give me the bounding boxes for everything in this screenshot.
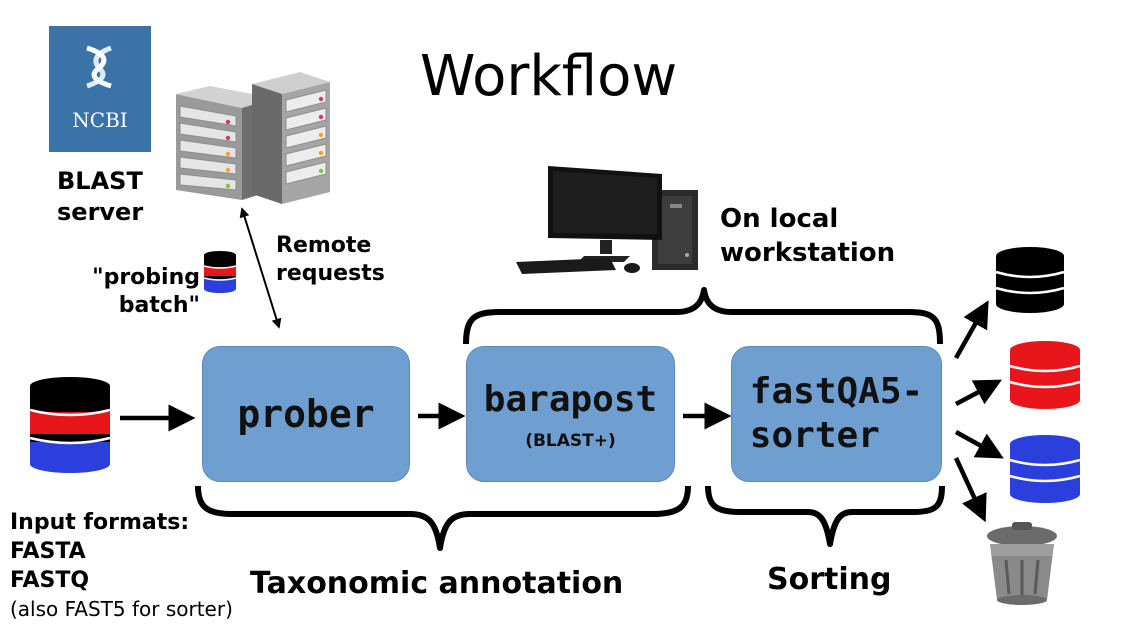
ncbi-logo-text: NCBI bbox=[72, 108, 128, 132]
output-database-blue-icon bbox=[1009, 435, 1081, 503]
barapost-box: barapost (BLAST+) bbox=[466, 346, 675, 482]
remote-requests-label: Remote requests bbox=[276, 232, 385, 288]
server-rack-icon bbox=[176, 72, 330, 204]
remote-requests-arrow bbox=[239, 207, 282, 329]
sorter-line2: sorter bbox=[749, 415, 880, 456]
sorter-label: fastQA5- sorter bbox=[750, 370, 923, 458]
output-arrow-red bbox=[954, 379, 1002, 406]
bottom-brace-sorting bbox=[705, 485, 945, 547]
prober-box: prober bbox=[202, 346, 410, 482]
output-arrow-blue bbox=[954, 430, 1004, 459]
desktop-computer-icon bbox=[516, 166, 698, 274]
blast-server-line2: server bbox=[57, 198, 144, 226]
barapost-label: barapost bbox=[483, 379, 658, 420]
format-note: (also FAST5 for sorter) bbox=[10, 597, 233, 621]
blast-server-line1: BLAST bbox=[57, 167, 143, 195]
sorting-label: Sorting bbox=[767, 562, 892, 597]
remote-requests-line2: requests bbox=[276, 261, 385, 286]
output-arrow-trash bbox=[953, 457, 987, 523]
workstation-line1: On local bbox=[720, 204, 839, 234]
ncbi-logo: NCBI bbox=[49, 26, 151, 152]
blast-server-label: BLAST server bbox=[57, 166, 143, 228]
workstation-line2: workstation bbox=[720, 238, 896, 268]
format-fastq: FASTQ bbox=[10, 568, 90, 593]
format-fasta: FASTA bbox=[10, 539, 86, 564]
input-formats-block: Input formats: FASTA FASTQ (also FAST5 f… bbox=[10, 508, 233, 624]
barapost-sublabel: (BLAST+) bbox=[525, 431, 616, 451]
bottom-brace-taxonomic bbox=[195, 485, 691, 551]
dna-icon bbox=[86, 45, 112, 89]
workstation-label: On local workstation bbox=[720, 202, 895, 270]
output-database-red-icon bbox=[1009, 341, 1081, 409]
sorter-line1: fastQA5- bbox=[749, 371, 924, 412]
trash-can-icon bbox=[987, 522, 1057, 605]
input-database-icon bbox=[29, 377, 111, 473]
top-brace bbox=[463, 287, 943, 345]
remote-requests-line1: Remote bbox=[276, 233, 372, 258]
probing-batch-line2: batch" bbox=[118, 293, 200, 318]
output-arrow-black bbox=[954, 300, 989, 360]
probing-batch-label: "probing batch" bbox=[92, 264, 200, 320]
taxonomic-annotation-label: Taxonomic annotation bbox=[250, 566, 624, 601]
prober-label: prober bbox=[237, 392, 375, 436]
input-formats-heading: Input formats: bbox=[10, 510, 190, 535]
sorter-box: fastQA5- sorter bbox=[731, 346, 942, 482]
page-title: Workflow bbox=[420, 44, 678, 109]
output-database-black-icon bbox=[995, 247, 1065, 313]
probing-batch-line1: "probing bbox=[92, 265, 200, 290]
probing-batch-database-icon bbox=[203, 251, 237, 293]
